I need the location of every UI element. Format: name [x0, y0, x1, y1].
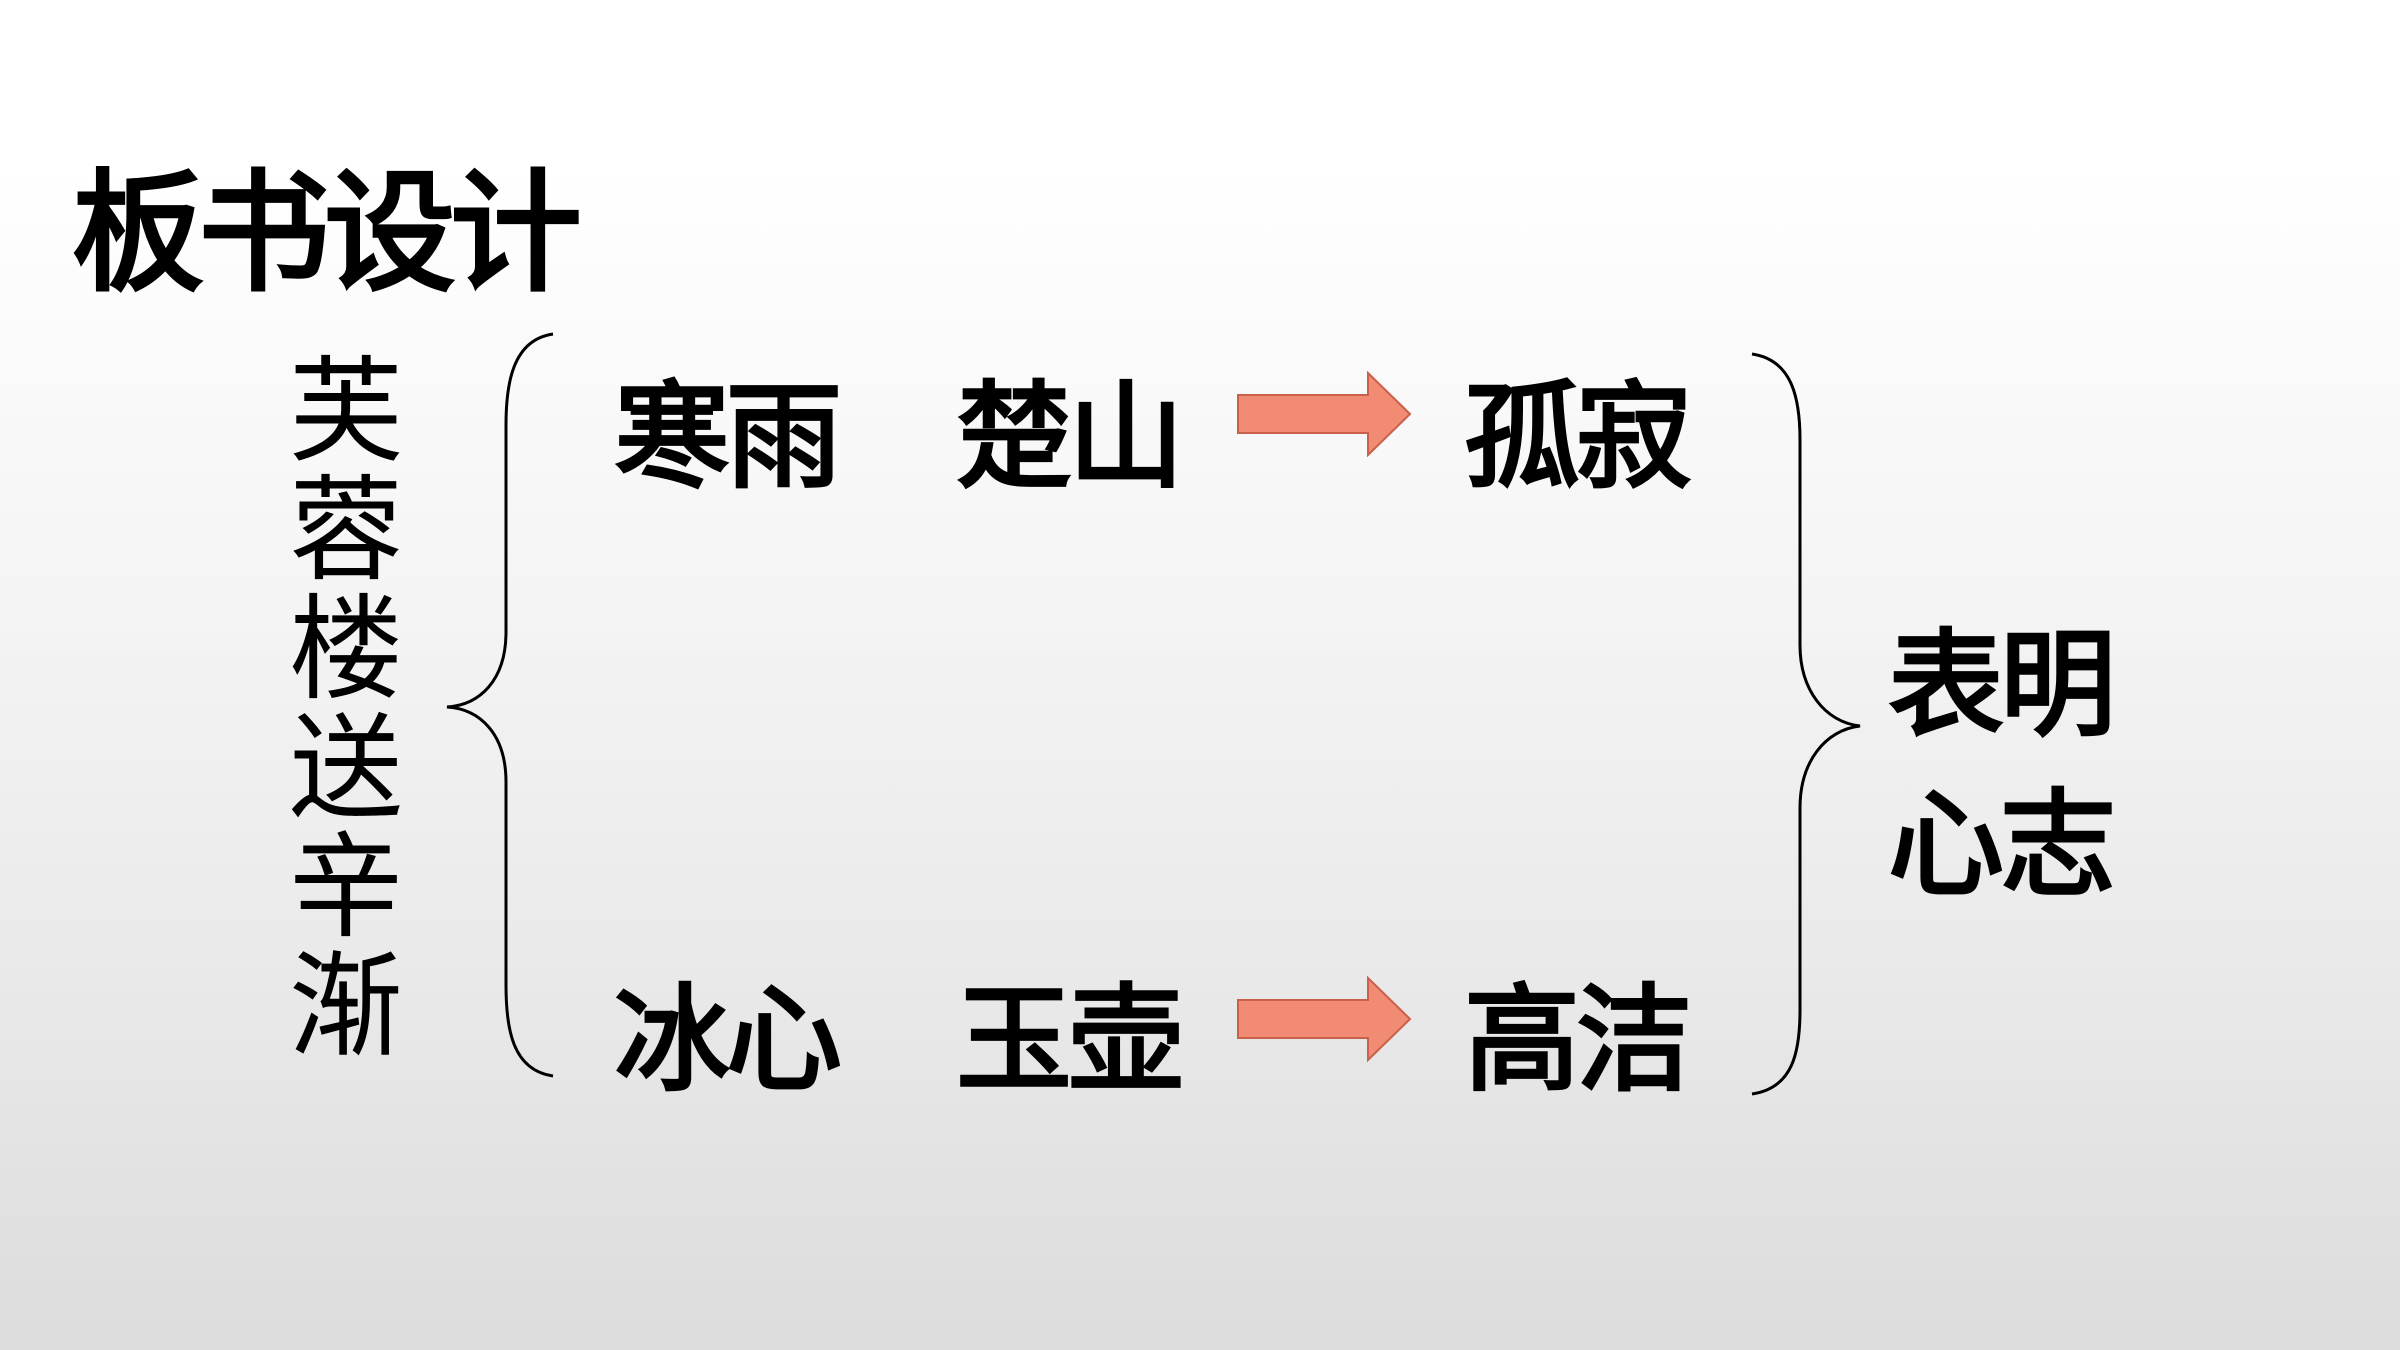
row2-result: 高洁	[1464, 973, 1692, 1108]
right-brace	[1751, 352, 1861, 1096]
row1-word1: 寒雨	[614, 370, 842, 505]
row1-result: 孤寂	[1464, 370, 1692, 505]
row2-word1: 冰心	[614, 973, 842, 1108]
left-brace	[446, 332, 554, 1078]
poem-title-vertical: 芙蓉楼送辛渐	[288, 345, 403, 1073]
arrow-bottom	[1237, 975, 1412, 1063]
slide-heading: 板书设计	[72, 157, 582, 311]
arrow-top	[1237, 370, 1412, 458]
conclusion-text: 表明心志	[1888, 618, 2116, 913]
row2-word2: 玉壶	[956, 973, 1184, 1108]
row1-word2: 楚山	[956, 370, 1184, 505]
